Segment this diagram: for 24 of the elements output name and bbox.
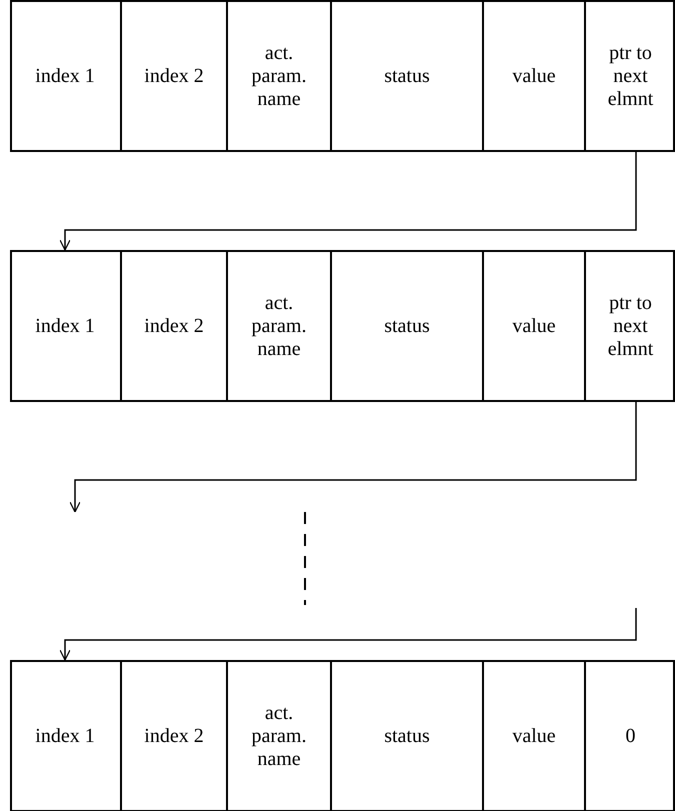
field-label: ptr to next elmnt bbox=[606, 42, 654, 110]
field-label: index 1 bbox=[35, 724, 95, 748]
field-label: value bbox=[512, 724, 556, 748]
pointer-arrow bbox=[59, 608, 637, 661]
field-label: status bbox=[384, 724, 430, 748]
field-label: index 1 bbox=[35, 314, 95, 338]
field-label: act. param. name bbox=[250, 702, 308, 770]
field-label: index 1 bbox=[35, 64, 95, 88]
field-label: index 2 bbox=[144, 64, 204, 88]
field-label: status bbox=[384, 314, 430, 338]
field-label: act. param. name bbox=[250, 42, 308, 110]
field-label: ptr to next elmnt bbox=[606, 292, 654, 360]
field-label: index 2 bbox=[144, 724, 204, 748]
pointer-arrow bbox=[69, 402, 637, 513]
pointer-arrow bbox=[59, 152, 637, 251]
record-box bbox=[10, 0, 675, 152]
record-box bbox=[10, 660, 675, 811]
record-box bbox=[10, 250, 675, 402]
field-label: act. param. name bbox=[250, 292, 308, 360]
field-label: 0 bbox=[626, 724, 636, 748]
field-label: status bbox=[384, 64, 430, 88]
field-label: index 2 bbox=[144, 314, 204, 338]
field-label: value bbox=[512, 64, 556, 88]
field-label: value bbox=[512, 314, 556, 338]
